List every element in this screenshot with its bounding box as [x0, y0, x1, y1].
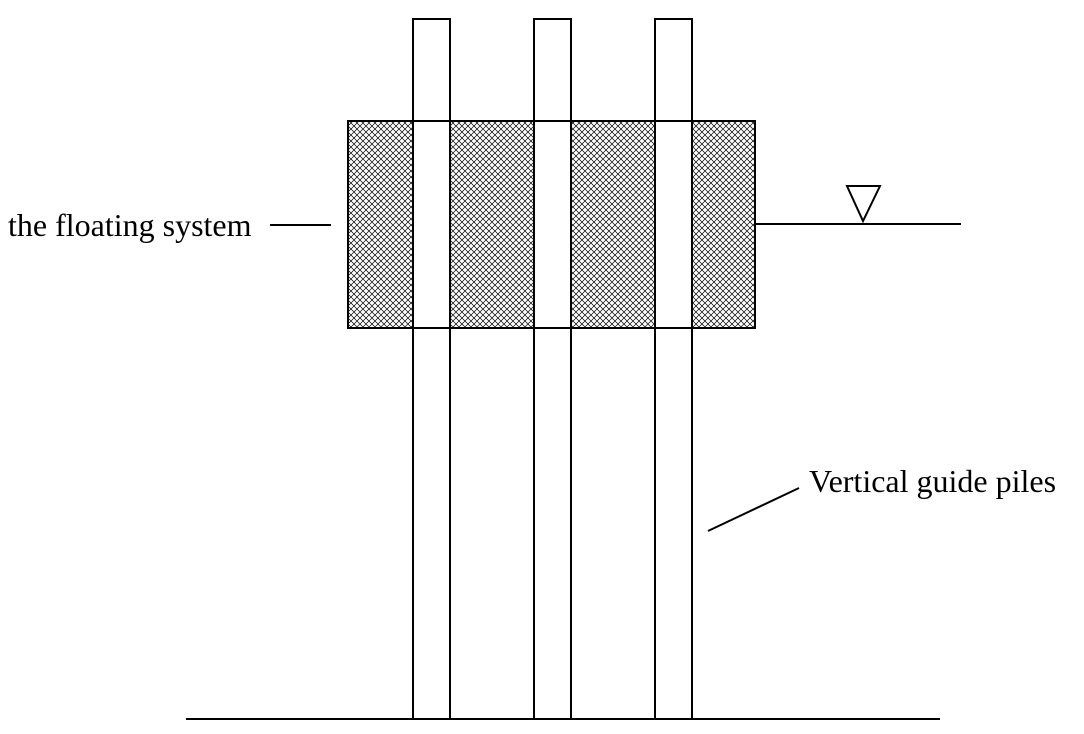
guide-piles-leader-line — [707, 487, 800, 532]
guide-piles-label: Vertical guide piles — [809, 463, 1056, 499]
floating-system-label: the floating system — [8, 207, 252, 243]
guide-pile-1 — [412, 18, 451, 720]
guide-pile-2 — [533, 18, 572, 720]
water-level-triangle-icon — [845, 185, 882, 224]
guide-pile-3 — [654, 18, 693, 720]
